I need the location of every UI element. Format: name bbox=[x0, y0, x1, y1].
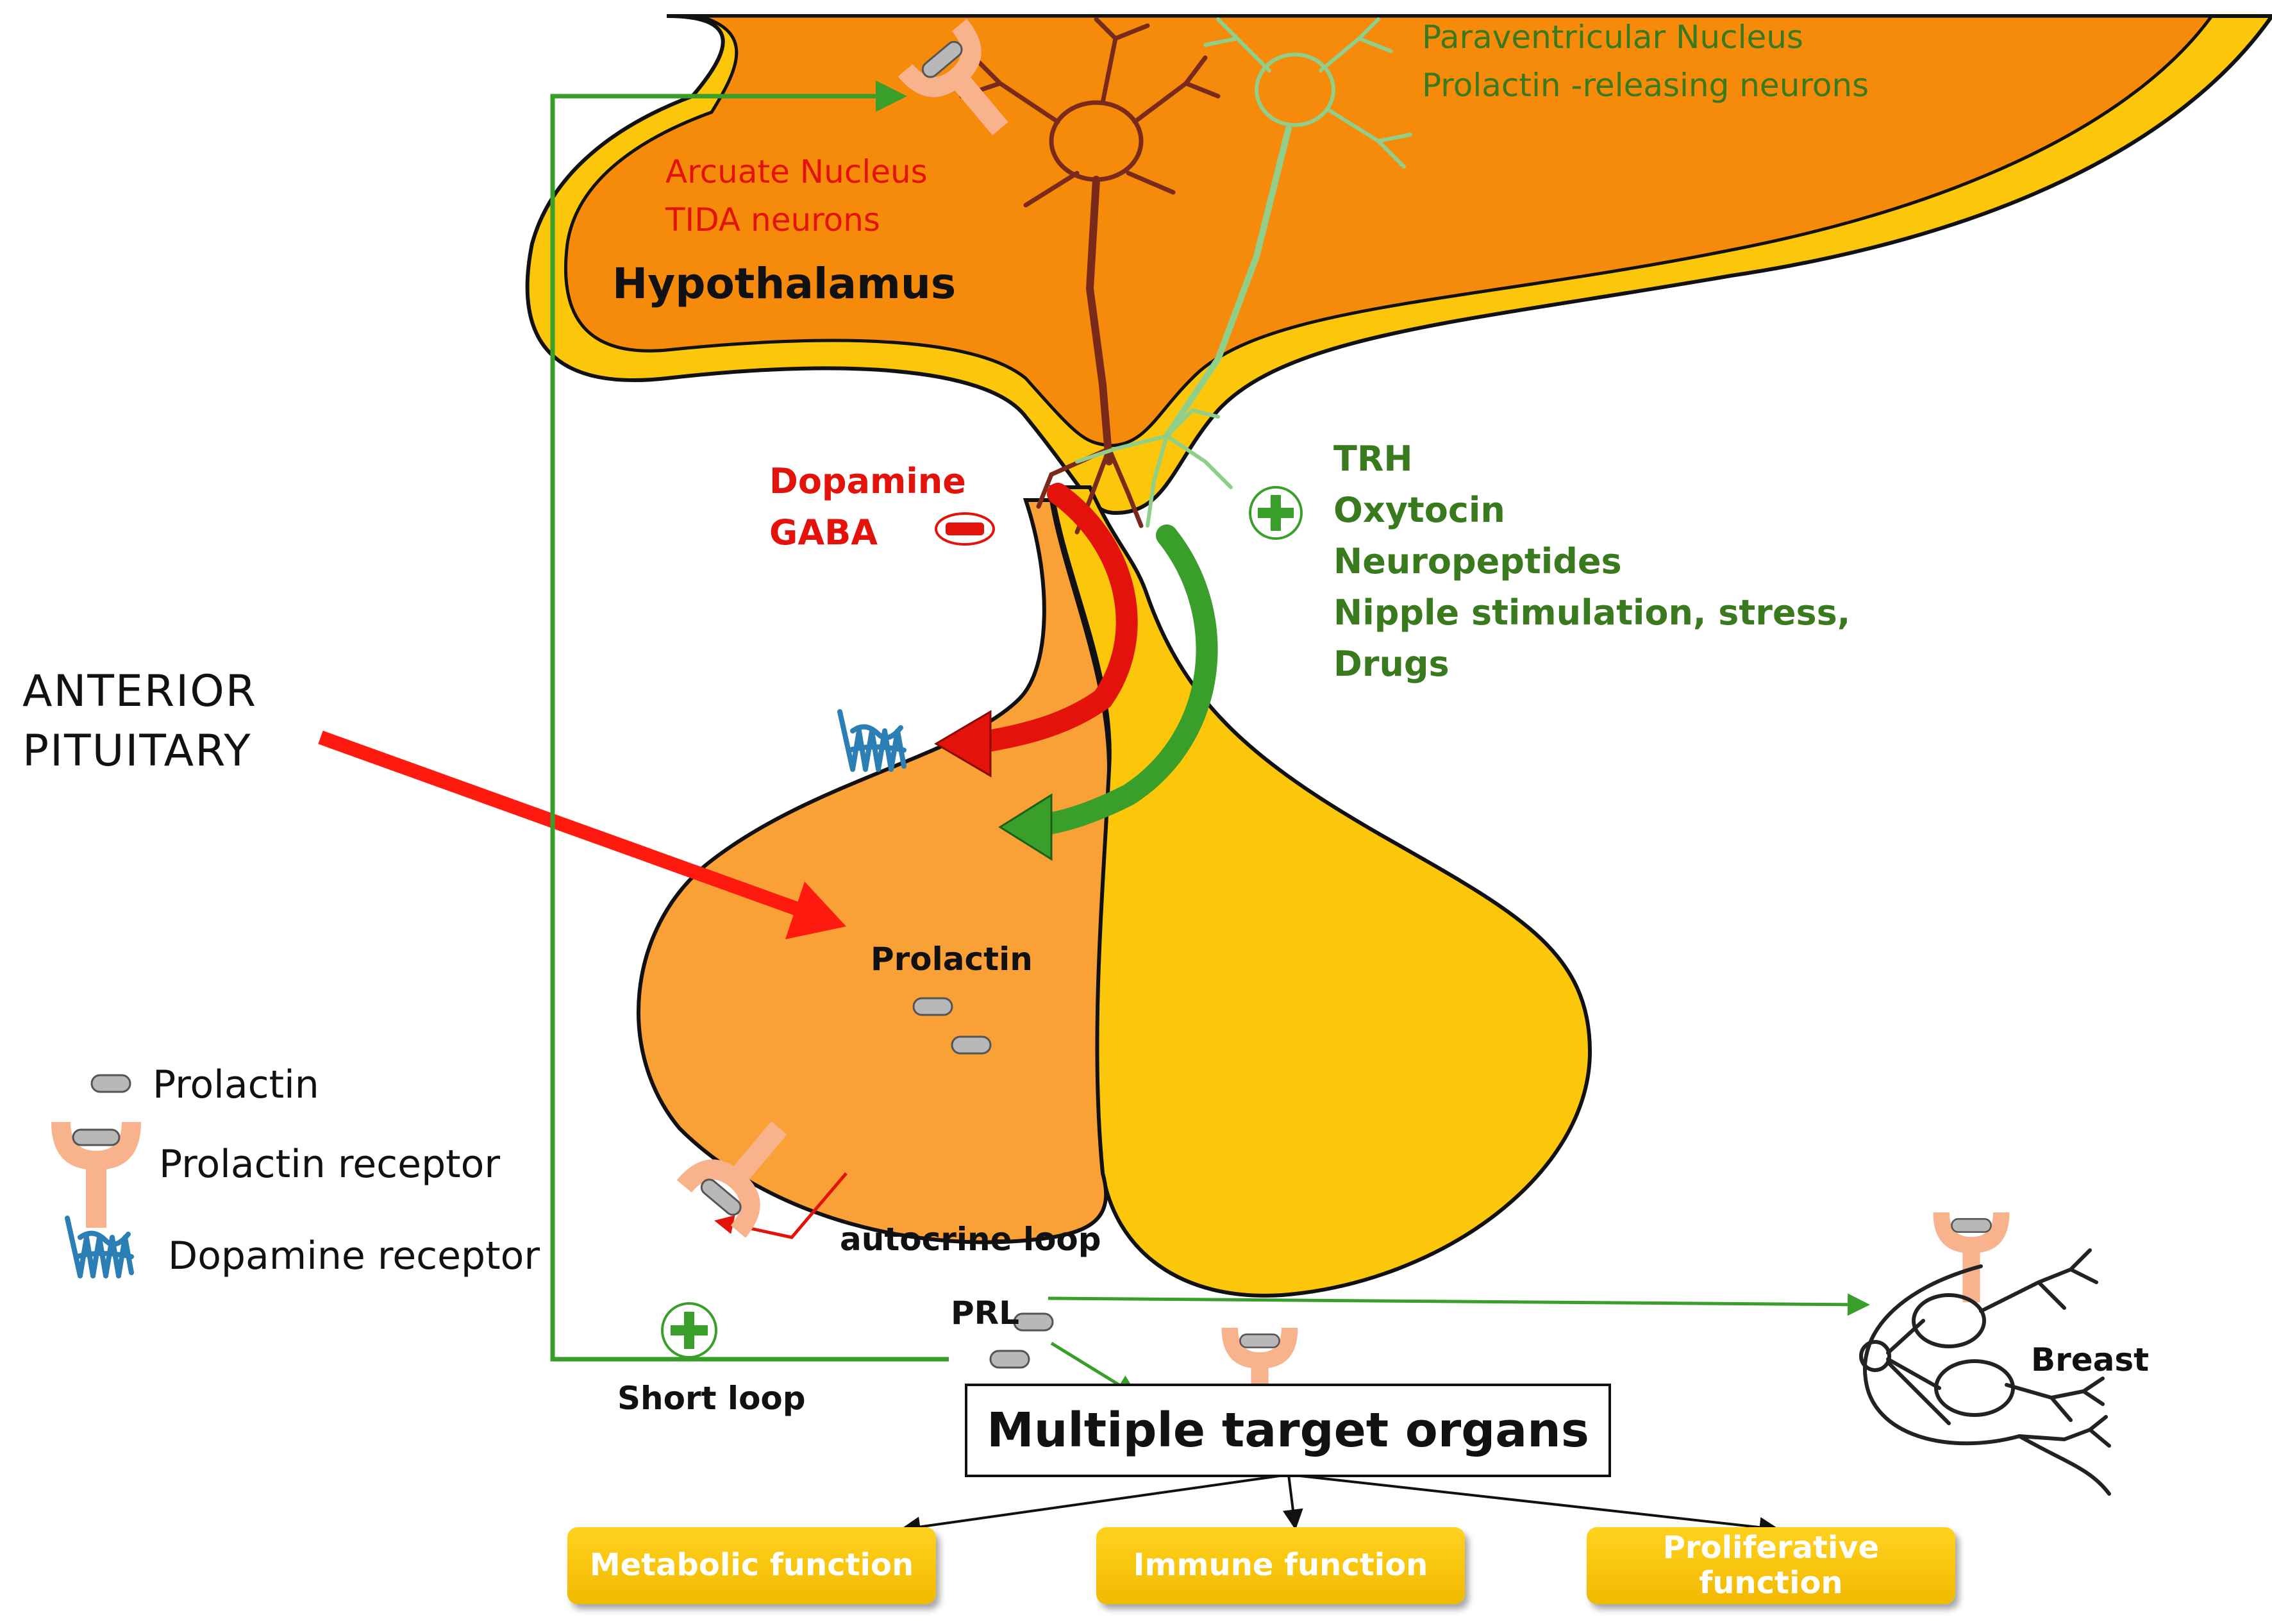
breast-label: Breast bbox=[2031, 1341, 2150, 1378]
legend-dopamine-receptor-label: Dopamine receptor bbox=[168, 1234, 540, 1278]
anterior-pituitary-label-2: PITUITARY bbox=[22, 726, 252, 776]
prolactin-releasing-neuron bbox=[1075, 17, 1412, 528]
short-loop-plus-icon bbox=[661, 1302, 717, 1359]
pituitary-prolactin-label: Prolactin bbox=[871, 941, 1033, 978]
stimulator-oxytocin: Oxytocin bbox=[1333, 490, 1505, 530]
anterior-pituitary-arrow bbox=[318, 730, 804, 917]
tida-neuron bbox=[959, 17, 1221, 535]
legend-prolactin-receptor-label: Prolactin receptor bbox=[159, 1142, 501, 1187]
to-immune-arrow bbox=[1282, 1474, 1303, 1530]
stimulator-neuropeptides: Neuropeptides bbox=[1333, 541, 1622, 582]
gaba-label: GABA bbox=[769, 512, 878, 553]
arcuate-label-1: Arcuate Nucleus bbox=[665, 153, 928, 190]
paraventricular-label-2: Prolactin -releasing neurons bbox=[1422, 67, 1869, 104]
breast-prolactin-receptor-icon bbox=[1932, 1211, 2010, 1303]
pituitary-prolactin-icon bbox=[912, 997, 953, 1016]
legend-prolactin-label: Prolactin bbox=[153, 1062, 319, 1107]
pituitary-prolactin-icon bbox=[951, 1035, 992, 1055]
prl-to-breast-arrow bbox=[1048, 1293, 1870, 1316]
to-metabolic-arrow bbox=[899, 1473, 1289, 1537]
proliferative-function-box: Proliferative function bbox=[1587, 1527, 1955, 1604]
stimulator-drugs: Drugs bbox=[1333, 644, 1449, 684]
stimulate-plus-icon bbox=[1249, 486, 1303, 540]
hypothalamus-title: Hypothalamus bbox=[612, 259, 956, 308]
immune-function-box: Immune function bbox=[1096, 1527, 1465, 1604]
legend-prolactin-receptor-icon bbox=[50, 1121, 142, 1229]
metabolic-function-box: Metabolic function bbox=[567, 1527, 936, 1604]
hypothalamus-body bbox=[564, 14, 2215, 448]
anterior-pituitary-label-1: ANTERIOR bbox=[22, 666, 257, 717]
short-loop-arrow bbox=[550, 80, 949, 1362]
dopamine-arrow bbox=[964, 483, 1138, 755]
short-loop-label: Short loop bbox=[617, 1380, 806, 1417]
stimulator-nipple-stress: Nipple stimulation, stress, bbox=[1333, 592, 1851, 633]
to-proliferative-arrow bbox=[1288, 1473, 1780, 1538]
prl-molecule-icon bbox=[989, 1350, 1030, 1369]
dopamine-receptor-icon bbox=[840, 712, 904, 769]
legend-prolactin-icon bbox=[90, 1074, 131, 1093]
prl-label: PRL bbox=[951, 1294, 1020, 1332]
paraventricular-label-1: Paraventricular Nucleus bbox=[1422, 19, 1803, 56]
multiple-target-organs-box: Multiple target organs bbox=[965, 1384, 1611, 1477]
prl-molecule-icon bbox=[1013, 1312, 1054, 1332]
dopamine-label: Dopamine bbox=[769, 461, 966, 501]
breast-icon bbox=[1859, 1248, 2111, 1496]
autocrine-loop-label: autocrine loop bbox=[840, 1221, 1101, 1258]
stimulatory-arrow bbox=[1015, 524, 1218, 838]
stimulator-trh: TRH bbox=[1333, 439, 1413, 479]
arcuate-label-2: TIDA neurons bbox=[665, 201, 880, 239]
inhibit-minus-icon bbox=[935, 512, 995, 546]
